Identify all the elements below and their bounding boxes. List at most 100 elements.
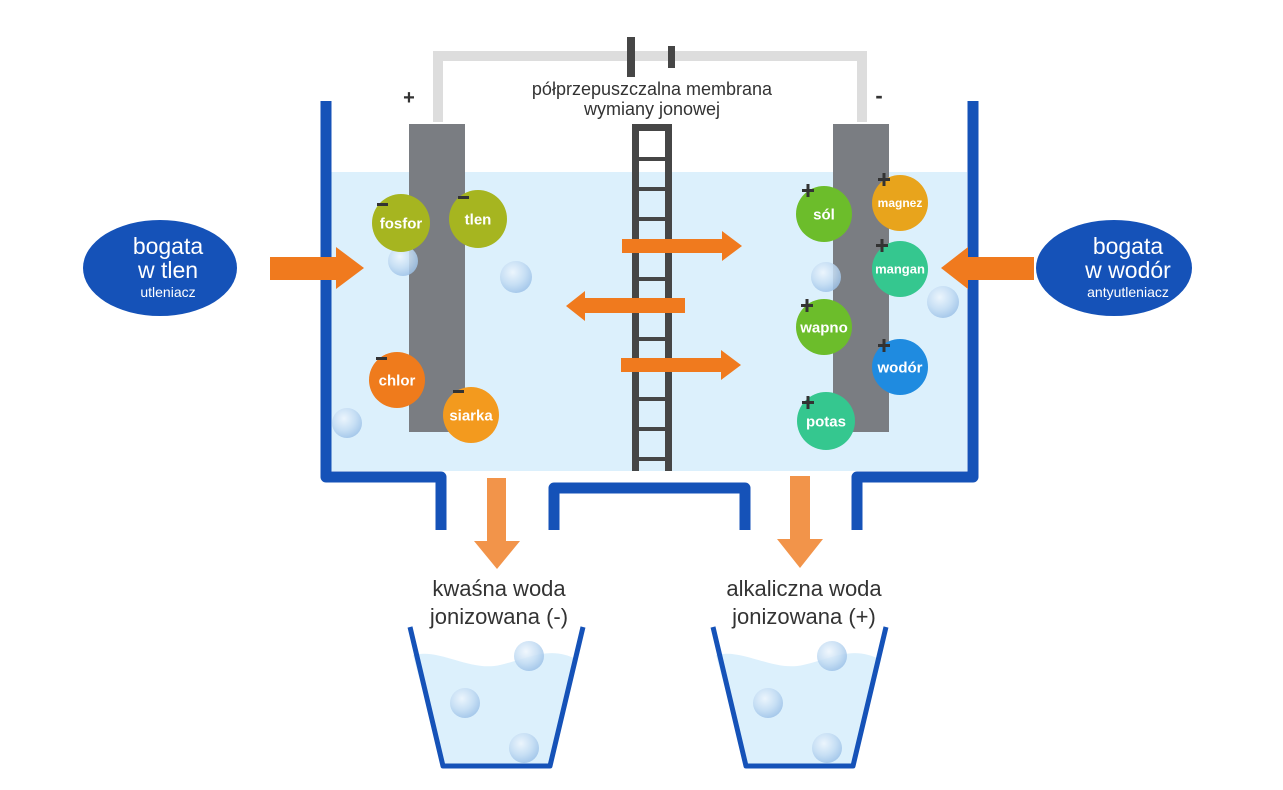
ion-circle <box>369 352 425 408</box>
ion-mangan: mangan <box>872 239 928 297</box>
arrow-right-icon <box>622 231 742 261</box>
plus-sign-icon <box>880 239 884 252</box>
membrane-rung <box>636 277 668 281</box>
membrane-rung <box>636 427 668 431</box>
ion-label: siarka <box>449 407 493 424</box>
source-line3: utleniacz <box>140 284 195 300</box>
ion-siarka: siarka <box>443 387 499 443</box>
bubble <box>332 408 362 438</box>
source-line1: bogata <box>1093 233 1164 259</box>
wire-circuit <box>433 37 867 122</box>
battery-long-plate <box>627 37 635 77</box>
hydrogen-rich-source: bogata w wodór antyutleniacz <box>1036 220 1192 316</box>
source-line2: w wodór <box>1084 257 1171 283</box>
membrane-rung <box>636 457 668 461</box>
tank-middle-base <box>548 482 751 530</box>
ion-label: chlor <box>379 372 416 389</box>
glass-water <box>716 653 881 766</box>
tank <box>320 101 979 530</box>
ion-label: wapno <box>799 319 848 336</box>
ion-wapno: wapno <box>796 299 852 355</box>
plus-sign-icon <box>806 184 810 197</box>
anode-plus-sign: + <box>403 87 415 109</box>
bubble <box>817 641 847 671</box>
cathode-ions: sól magnez mangan wapno wodór potas <box>796 173 928 450</box>
ion-circle <box>796 186 852 242</box>
battery-short-plate <box>668 46 675 68</box>
tank-right-wall <box>851 101 979 530</box>
ion-fosfor: fosfor <box>372 194 430 252</box>
ion-circle <box>872 175 928 231</box>
arrow-right-icon <box>621 350 741 380</box>
source-line3: antyutleniacz <box>1087 284 1169 300</box>
minus-sign-icon <box>458 196 469 199</box>
ion-chlor: chlor <box>369 352 425 408</box>
bubble <box>388 246 418 276</box>
arrow-left-icon <box>566 291 685 321</box>
ion-magnez: magnez <box>872 173 928 231</box>
alkaline-water-glass <box>710 626 889 769</box>
ion-circle <box>872 339 928 395</box>
outflow-arrow-alkaline-icon <box>777 476 823 568</box>
bubble <box>450 688 480 718</box>
wire <box>433 51 867 122</box>
membrane-rung <box>636 397 668 401</box>
ion-flow-arrows <box>566 231 742 380</box>
ion-circle <box>449 190 507 248</box>
glass-outline <box>710 626 889 769</box>
minus-sign-icon <box>453 390 464 393</box>
bubble <box>811 262 841 292</box>
plus-sign-icon <box>806 396 810 409</box>
glass-water <box>413 653 578 766</box>
cathode-minus-sign: - <box>875 83 882 108</box>
bubble <box>500 261 532 293</box>
membrane-label-line2: wymiany jonowej <box>583 99 720 119</box>
ion-circle <box>372 194 430 252</box>
plus-sign-icon <box>882 339 886 352</box>
source-line2: w tlen <box>137 257 198 283</box>
membrane-label-line1: półprzepuszczalna membrana <box>532 79 773 99</box>
ion-label: mangan <box>875 262 925 277</box>
plus-sign-icon <box>805 299 809 312</box>
bubble <box>509 733 539 763</box>
ion-label: sól <box>813 206 835 223</box>
alkaline-label-line2: jonizowana (+) <box>731 604 876 629</box>
membrane-top <box>632 124 672 131</box>
ion-sol: sól <box>796 184 852 242</box>
inflow-arrow-left-icon <box>270 247 364 289</box>
source-line1: bogata <box>133 233 204 259</box>
membrane-rung <box>636 217 668 221</box>
ion-circle <box>443 387 499 443</box>
bubble <box>927 286 959 318</box>
source-oval <box>83 220 237 316</box>
ion-circle <box>796 299 852 355</box>
ion-potas: potas <box>797 392 855 450</box>
bubble <box>753 688 783 718</box>
ion-circle <box>797 392 855 450</box>
plus-sign-icon <box>882 173 886 186</box>
tank-bubbles <box>332 246 959 438</box>
source-oval <box>1036 220 1192 316</box>
ion-tlen: tlen <box>449 190 507 248</box>
ion-label: magnez <box>878 196 923 210</box>
ion-wodor: wodór <box>872 339 928 395</box>
membrane-rung <box>636 157 668 161</box>
ion-label: fosfor <box>380 215 423 232</box>
anode-ions: fosfor tlen chlor siarka <box>369 190 507 443</box>
minus-sign-icon <box>377 203 388 206</box>
bubble <box>514 641 544 671</box>
ion-label: wodór <box>877 359 923 376</box>
minus-sign-icon <box>376 357 387 360</box>
membrane-rung <box>636 187 668 191</box>
acidic-water-glass <box>407 626 586 769</box>
acidic-label-line2: jonizowana (-) <box>429 604 568 629</box>
inflow-arrow-right-icon <box>941 247 1034 289</box>
glass-outline <box>407 626 586 769</box>
bubble <box>812 733 842 763</box>
membrane-rung <box>636 337 668 341</box>
oxygen-rich-source: bogata w tlen utleniacz <box>83 220 237 316</box>
acidic-label-line1: kwaśna woda <box>432 576 566 601</box>
outflow-arrow-acidic-icon <box>474 478 520 569</box>
ion-circle <box>872 241 928 297</box>
